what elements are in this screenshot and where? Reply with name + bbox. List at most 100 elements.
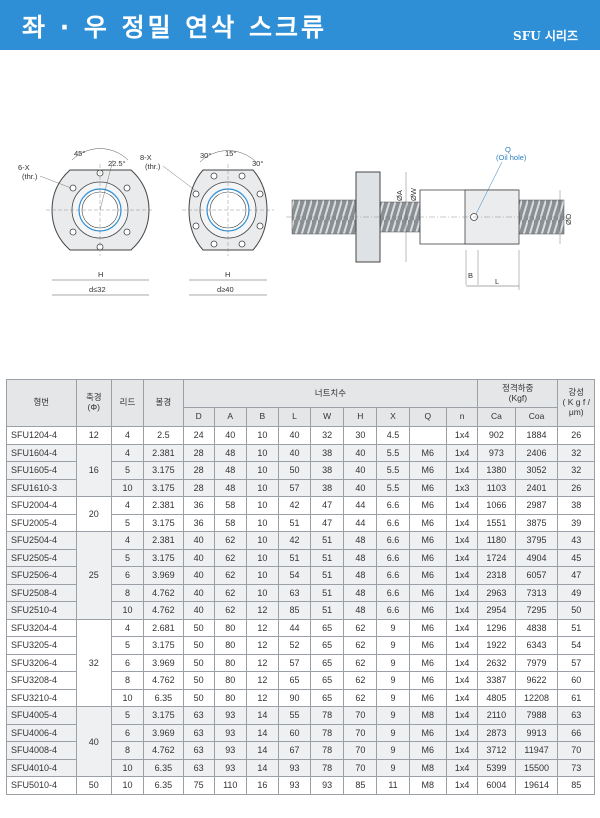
cell-w: 51 (310, 583, 345, 602)
cell-a: 93 (213, 706, 247, 725)
cell-shaft: 16 (75, 443, 112, 497)
cell-lead: 8 (110, 741, 145, 760)
cell-n: 1x4 (446, 653, 479, 672)
flange-view-8-hole: 30° 15° 30° 8-X (thr.) H d≥40 (140, 149, 274, 296)
cell-l: 60 (277, 723, 312, 742)
cell-ball: 2.681 (143, 618, 184, 637)
cell-lead: 5 (110, 548, 145, 567)
cell-model: SFU1604-4 (6, 443, 77, 462)
cell-x: 9 (376, 671, 410, 690)
cell-l: 85 (277, 601, 312, 620)
cell-q: M6 (408, 443, 448, 462)
cell-ca: 3712 (477, 741, 516, 760)
cell-n: 1x4 (446, 531, 479, 550)
cell-ca: 6004 (477, 776, 516, 795)
cell-ca: 1380 (477, 461, 516, 480)
cell-ball: 2.381 (143, 531, 184, 550)
cell-d: 28 (182, 443, 215, 462)
header-nut-d: D (182, 407, 215, 427)
cell-h: 48 (343, 601, 378, 620)
flange1-thr: (thr.) (22, 172, 38, 181)
cell-w: 32 (310, 426, 345, 445)
header-nut-x: X (376, 407, 410, 427)
flange-view-6-hole: 45° 22.5° 6-X (thr.) H d≤32 (18, 148, 154, 296)
cell-a: 80 (213, 636, 247, 655)
cell-lead: 6 (110, 723, 145, 742)
cell-x: 9 (376, 706, 410, 725)
cell-a: 48 (213, 478, 247, 497)
cell-coa: 19614 (514, 776, 559, 795)
cell-shaft: 25 (75, 531, 112, 620)
cell-stiff: 39 (557, 513, 595, 532)
side-l: L (495, 277, 499, 286)
cell-d: 36 (182, 513, 215, 532)
cell-q: M6 (408, 461, 448, 480)
cell-coa: 6057 (514, 566, 559, 585)
side-dim-a: ØA (395, 190, 404, 201)
side-q: Q (505, 145, 511, 154)
cell-n: 1x4 (446, 758, 479, 777)
cell-x: 5.5 (376, 478, 410, 497)
cell-ca: 902 (477, 426, 516, 445)
cell-ball: 3.175 (143, 548, 184, 567)
cell-w: 65 (310, 636, 345, 655)
cell-model: SFU4008-4 (6, 741, 77, 760)
cell-h: 44 (343, 496, 378, 515)
cell-l: 42 (277, 531, 312, 550)
cell-coa: 4838 (514, 618, 559, 637)
cell-a: 93 (213, 741, 247, 760)
cell-h: 40 (343, 478, 378, 497)
cell-n: 1x4 (446, 706, 479, 725)
cell-coa: 15500 (514, 758, 559, 777)
cell-model: SFU1605-4 (6, 461, 77, 480)
cell-a: 48 (213, 443, 247, 462)
cell-stiff: 57 (557, 653, 595, 672)
cell-n: 1x4 (446, 723, 479, 742)
cell-coa: 2987 (514, 496, 559, 515)
header-nut-w: W (310, 407, 345, 427)
cell-n: 1x4 (446, 583, 479, 602)
cell-n: 1x4 (446, 618, 479, 637)
cell-x: 9 (376, 688, 410, 707)
cell-coa: 2401 (514, 478, 559, 497)
cell-coa: 3052 (514, 461, 559, 480)
cell-a: 93 (213, 723, 247, 742)
cell-d: 63 (182, 706, 215, 725)
cell-ball: 3.175 (143, 636, 184, 655)
cell-h: 44 (343, 513, 378, 532)
cell-q: M6 (408, 601, 448, 620)
cell-stiff: 73 (557, 758, 595, 777)
cell-b: 10 (245, 478, 279, 497)
header-nut-n: n (446, 407, 479, 427)
header-nut-q: Q (408, 407, 448, 427)
cell-q: M6 (408, 566, 448, 585)
cell-n: 1x4 (446, 513, 479, 532)
cell-a: 80 (213, 618, 247, 637)
cell-stiff: 38 (557, 496, 595, 515)
cell-h: 70 (343, 741, 378, 760)
cell-l: 52 (277, 636, 312, 655)
cell-n: 1x4 (446, 443, 479, 462)
cell-b: 10 (245, 496, 279, 515)
cell-ball: 3.969 (143, 566, 184, 585)
cell-model: SFU2505-4 (6, 548, 77, 567)
cell-ball: 6.35 (143, 776, 184, 795)
cell-q: M6 (408, 723, 448, 742)
cell-x: 5.5 (376, 461, 410, 480)
cell-n: 1x3 (446, 478, 479, 497)
cell-w: 38 (310, 461, 345, 480)
cell-ball: 3.969 (143, 723, 184, 742)
cell-d: 50 (182, 636, 215, 655)
cell-ca: 973 (477, 443, 516, 462)
cell-q: M6 (408, 583, 448, 602)
cell-x: 11 (376, 776, 410, 795)
cell-l: 57 (277, 478, 312, 497)
cell-model: SFU3206-4 (6, 653, 77, 672)
cell-w: 51 (310, 566, 345, 585)
cell-b: 10 (245, 443, 279, 462)
cell-d: 50 (182, 688, 215, 707)
